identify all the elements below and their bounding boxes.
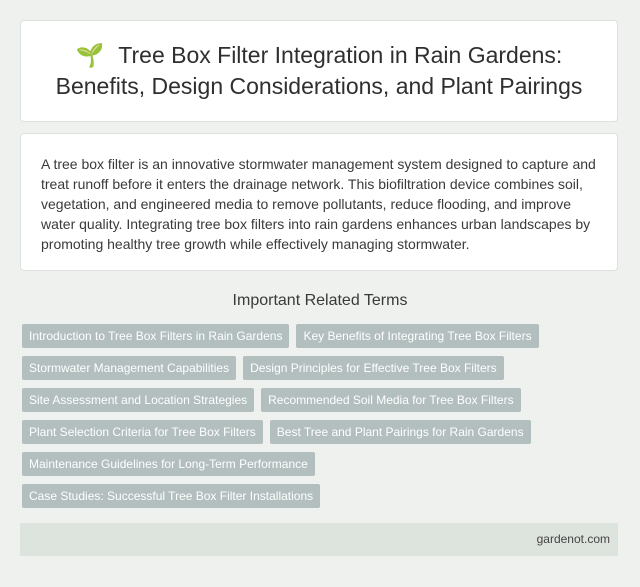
footer-site-link[interactable]: gardenot.com: [536, 532, 610, 546]
intro-paragraph: A tree box filter is an innovative storm…: [41, 156, 596, 252]
sprout-icon: 🌱: [75, 42, 105, 68]
related-term-tag[interactable]: Site Assessment and Location Strategies: [22, 388, 255, 412]
page-title: 🌱Tree Box Filter Integration in Rain Gar…: [39, 40, 599, 102]
tag-row: Maintenance Guidelines for Long-Term Per…: [22, 452, 622, 476]
tag-row: Plant Selection Criteria for Tree Box Fi…: [22, 420, 622, 444]
related-term-tag[interactable]: Maintenance Guidelines for Long-Term Per…: [22, 452, 315, 476]
related-term-tag[interactable]: Introduction to Tree Box Filters in Rain…: [22, 324, 290, 348]
footer: gardenot.com: [20, 523, 618, 556]
related-term-tag[interactable]: Recommended Soil Media for Tree Box Filt…: [261, 388, 521, 412]
tag-row: Site Assessment and Location Strategies …: [22, 388, 622, 412]
related-term-tag[interactable]: Stormwater Management Capabilities: [22, 356, 237, 380]
tag-row: Introduction to Tree Box Filters in Rain…: [22, 324, 622, 348]
related-terms-heading: Important Related Terms: [232, 292, 408, 309]
intro-card: A tree box filter is an innovative storm…: [20, 133, 618, 271]
tag-row: Case Studies: Successful Tree Box Filter…: [22, 484, 622, 508]
related-term-tag[interactable]: Design Principles for Effective Tree Box…: [243, 356, 504, 380]
related-term-tag[interactable]: Plant Selection Criteria for Tree Box Fi…: [22, 420, 263, 444]
related-term-tag[interactable]: Case Studies: Successful Tree Box Filter…: [22, 484, 321, 508]
tag-row: Stormwater Management Capabilities Desig…: [22, 356, 622, 380]
related-terms-list: Introduction to Tree Box Filters in Rain…: [22, 324, 622, 516]
related-term-tag[interactable]: Key Benefits of Integrating Tree Box Fil…: [296, 324, 539, 348]
related-term-tag[interactable]: Best Tree and Plant Pairings for Rain Ga…: [269, 420, 531, 444]
title-card: 🌱Tree Box Filter Integration in Rain Gar…: [20, 20, 618, 122]
page-title-text: Tree Box Filter Integration in Rain Gard…: [55, 42, 583, 99]
